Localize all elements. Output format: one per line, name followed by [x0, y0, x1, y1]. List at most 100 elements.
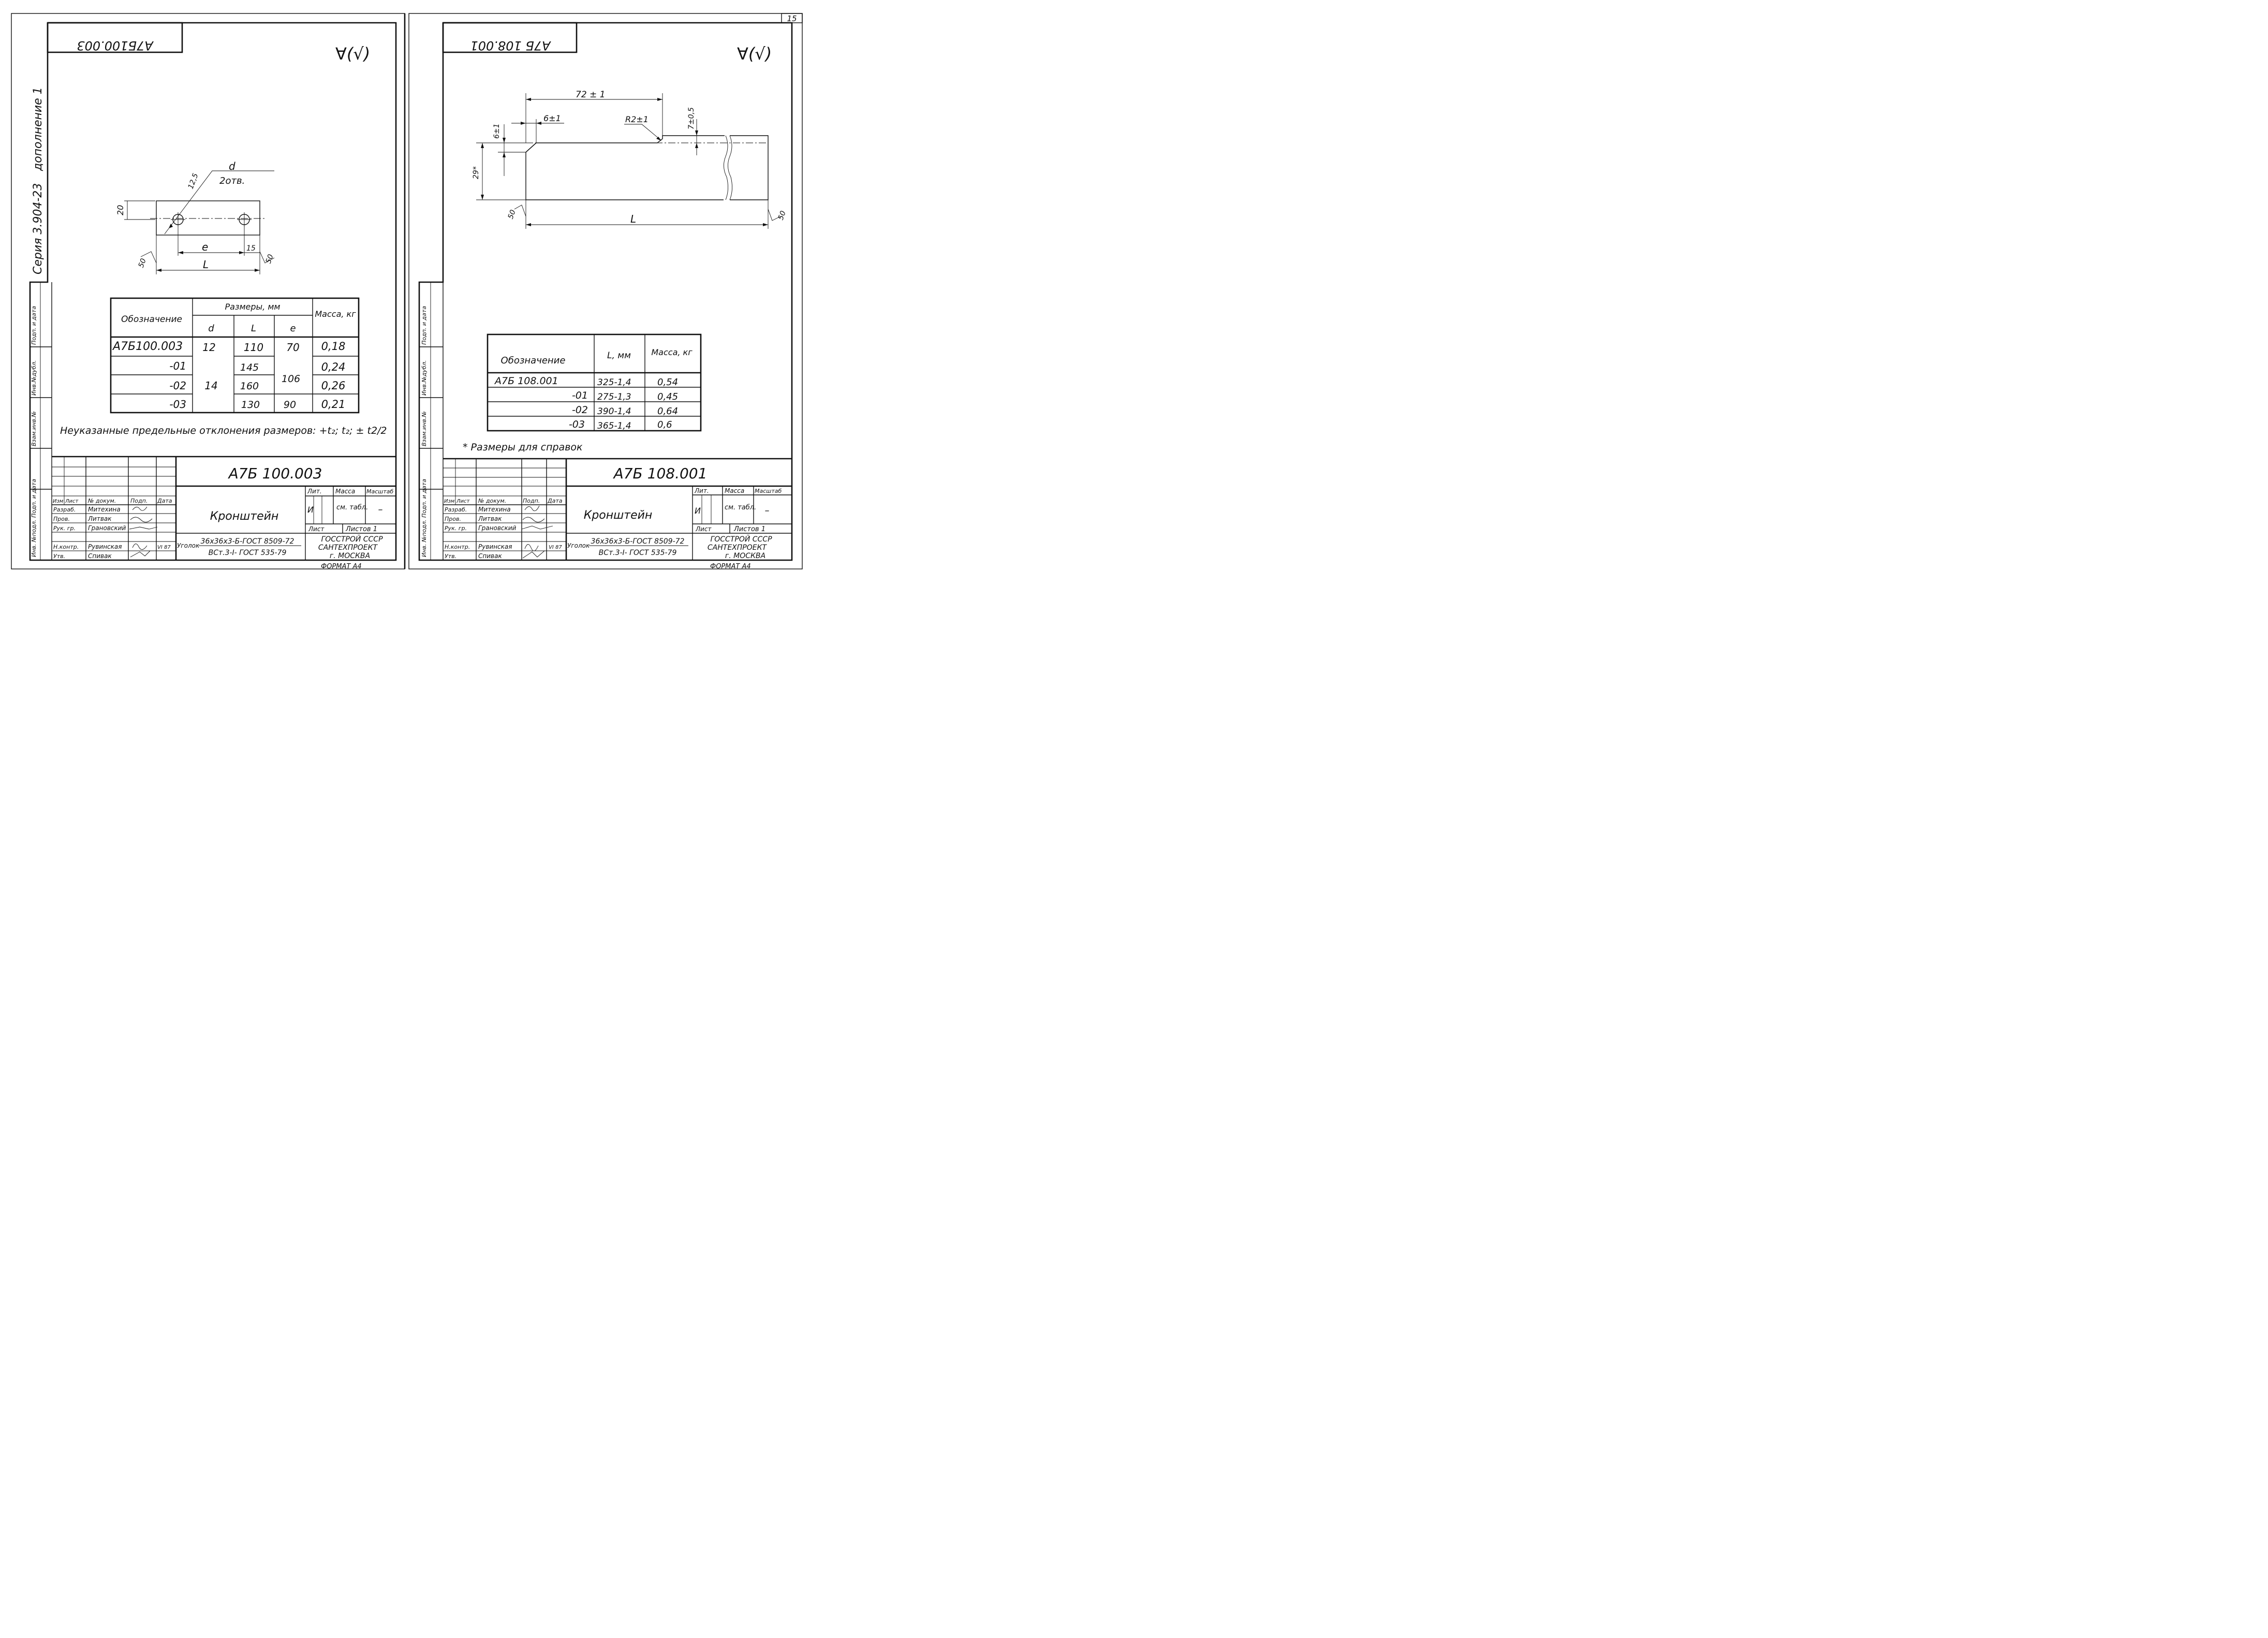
svg-text:0,6: 0,6: [657, 419, 672, 430]
svg-text:0,26: 0,26: [321, 379, 346, 392]
svg-text:Взам.инв.№: Взам.инв.№: [31, 411, 37, 446]
plate-outline: [156, 200, 260, 236]
svg-text:Дата: Дата: [547, 498, 563, 504]
table-row: -01: [169, 360, 186, 372]
svg-text:L: L: [251, 323, 256, 334]
svg-text:Масштаб: Масштаб: [366, 488, 393, 495]
svg-text:САНТЕХПРОЕКТ: САНТЕХПРОЕКТ: [708, 544, 768, 552]
right-sheet: А7Б 108.001 ∀(√) Инв. №подл. Подп. и дат…: [418, 22, 793, 571]
table-row: -02: [572, 404, 588, 416]
svg-text:Митехина: Митехина: [478, 506, 511, 513]
svg-text:Грановский: Грановский: [478, 524, 517, 532]
svg-text:160: 160: [240, 381, 259, 392]
svg-text:0,45: 0,45: [657, 391, 678, 402]
svg-text:–: –: [765, 505, 770, 516]
left-table: Обозначение Размеры, мм Масса, кг d L e …: [110, 297, 360, 414]
svg-text:Размеры, мм: Размеры, мм: [225, 302, 281, 312]
left-stamp-box: [47, 22, 183, 53]
series-label: Серия 3.904-23: [32, 183, 45, 274]
svg-text:36x36x3-Б-ГОСТ 8509-72: 36x36x3-Б-ГОСТ 8509-72: [591, 537, 685, 546]
svg-text:Литвак: Литвак: [87, 515, 112, 522]
svg-text:12: 12: [202, 341, 215, 354]
right-table: Обозначение L, мм Масса, кг А7Б 108.001 …: [487, 333, 702, 432]
signature: [129, 526, 158, 530]
svg-text:№ докум.: № докум.: [478, 498, 506, 504]
left-stamp-code: А7Б100.003: [77, 38, 154, 53]
svg-text:Листов 1: Листов 1: [733, 525, 765, 533]
svg-text:145: 145: [240, 362, 259, 373]
svg-text:ГОССТРОЙ СССР: ГОССТРОЙ СССР: [321, 534, 383, 544]
signature: [521, 525, 553, 530]
right-side-stamp: Инв. №подл. Подп. и дата Взам.инв.№ Инв.…: [419, 282, 443, 560]
svg-text:20: 20: [115, 205, 125, 215]
signature: [524, 544, 539, 551]
right-title-name: Кронштейн: [584, 509, 653, 522]
left-format: ФОРМАТ А4: [321, 563, 362, 571]
svg-text:0,64: 0,64: [657, 406, 678, 417]
svg-text:0,54: 0,54: [657, 377, 678, 388]
svg-text:72 ± 1: 72 ± 1: [576, 90, 606, 100]
svg-text:Обозначение: Обозначение: [501, 355, 566, 366]
svg-text:Лит.: Лит.: [307, 488, 322, 495]
svg-text:Утв.: Утв.: [445, 553, 456, 560]
svg-text:Грановский: Грановский: [88, 524, 126, 532]
table-row: А7Б100.003: [112, 340, 183, 353]
svg-text:Масса: Масса: [725, 487, 744, 494]
svg-text:Рук. гр.: Рук. гр.: [445, 525, 467, 532]
table-row: А7Б 108.001: [494, 375, 558, 387]
svg-text:г. МОСКВА: г. МОСКВА: [330, 552, 370, 560]
signature: [522, 517, 545, 522]
svg-text:Пров.: Пров.: [445, 516, 461, 522]
right-title-block: Изм Лист № докум. Подп. Дата Разраб. Про…: [443, 458, 792, 560]
svg-text:Утв.: Утв.: [53, 553, 65, 560]
svg-text:2отв.: 2отв.: [219, 176, 245, 186]
left-title-name: Кронштейн: [210, 510, 279, 523]
svg-text:ВСт.3-I- ГОСТ 535-79: ВСт.3-I- ГОСТ 535-79: [599, 549, 677, 557]
right-title-code: А7Б 108.001: [613, 465, 708, 482]
svg-text:Инв. №подл.: Инв. №подл.: [31, 520, 37, 557]
svg-text:L: L: [630, 213, 636, 225]
svg-text:365-1,4: 365-1,4: [597, 421, 631, 431]
svg-text:VI 87: VI 87: [157, 545, 171, 550]
svg-text:106: 106: [282, 373, 300, 385]
svg-text:Рувинская: Рувинская: [478, 543, 512, 550]
svg-text:e: e: [290, 323, 296, 334]
svg-text:15: 15: [246, 244, 256, 253]
right-stamp-code: А7Б 108.001: [470, 38, 551, 53]
svg-text:50: 50: [137, 257, 148, 269]
svg-text:70: 70: [286, 341, 299, 354]
svg-text:Митехина: Митехина: [88, 506, 121, 513]
svg-text:Подп. и дата: Подп. и дата: [31, 306, 37, 345]
svg-text:Масса, кг: Масса, кг: [651, 347, 693, 357]
svg-text:390-1,4: 390-1,4: [597, 406, 631, 417]
svg-text:Уголок: Уголок: [177, 542, 200, 549]
svg-text:Рук. гр.: Рук. гр.: [53, 525, 76, 532]
table-row: -02: [169, 379, 186, 392]
svg-text:VI 87: VI 87: [549, 545, 562, 550]
left-title-block: Изм Лист № докум. Подп. Дата Разраб. Про…: [52, 456, 396, 560]
svg-text:И: И: [695, 506, 701, 516]
svg-text:L: L: [203, 258, 209, 271]
svg-text:Пров.: Пров.: [53, 516, 70, 522]
svg-text:L, мм: L, мм: [607, 350, 631, 361]
svg-text:Рувинская: Рувинская: [88, 543, 122, 550]
svg-text:Подп. и дата: Подп. и дата: [421, 479, 428, 518]
angle-outline: [525, 135, 725, 200]
svg-text:ВСт.3-I- ГОСТ 535-79: ВСт.3-I- ГОСТ 535-79: [209, 549, 287, 557]
svg-text:6±1: 6±1: [543, 113, 561, 123]
right-stamp-box: [442, 22, 578, 53]
left-sheet: А7Б100.003 Серия 3.904-23 дополнение 1 ∀…: [29, 22, 397, 571]
svg-text:Листов 1: Листов 1: [345, 525, 377, 533]
svg-text:Изм: Изм: [53, 499, 64, 504]
svg-text:Обозначение: Обозначение: [121, 314, 182, 325]
right-format: ФОРМАТ А4: [710, 563, 751, 571]
svg-text:г. МОСКВА: г. МОСКВА: [725, 552, 765, 560]
svg-text:Масштаб: Масштаб: [755, 488, 782, 494]
svg-text:7±0,5: 7±0,5: [687, 107, 696, 129]
table-row: -03: [169, 398, 186, 411]
svg-text:50: 50: [777, 210, 788, 221]
svg-text:см. табл.: см. табл.: [725, 504, 756, 511]
svg-text:Литвак: Литвак: [478, 515, 502, 522]
svg-text:Лит.: Лит.: [694, 487, 709, 494]
svg-text:36x36x3-Б-ГОСТ 8509-72: 36x36x3-Б-ГОСТ 8509-72: [201, 537, 294, 546]
